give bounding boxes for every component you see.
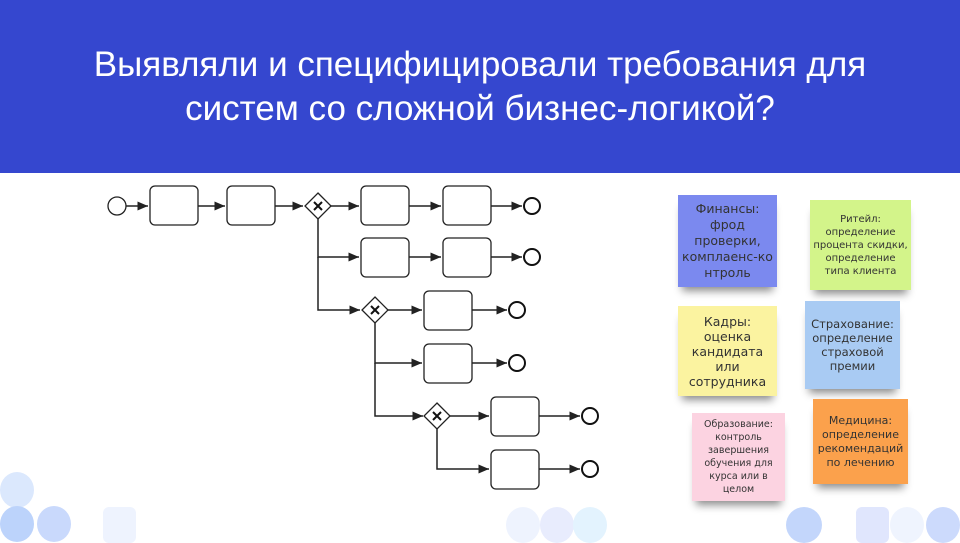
decorative-circle [540, 507, 574, 543]
end-event [508, 301, 526, 319]
task [226, 185, 276, 226]
decorative-circle [506, 507, 540, 543]
task [423, 343, 473, 384]
note-text: Медицина: определение рекомендаций по ле… [817, 413, 904, 469]
start-event [107, 196, 127, 216]
sticky-note-medicine: Медицина: определение рекомендаций по ле… [813, 399, 908, 484]
task [149, 185, 199, 226]
task [442, 237, 492, 278]
task [423, 290, 473, 331]
page-title: Выявляли и специфицировали требования дл… [93, 44, 867, 128]
task [442, 185, 492, 226]
header-banner: Выявляли и специфицировали требования дл… [0, 0, 960, 173]
decorative-circle [37, 506, 71, 542]
sticky-note-insurance: Страхование: определение страховой преми… [805, 301, 900, 389]
note-text: Кадры: оценка кандидата или сотрудника [688, 313, 767, 389]
decorative-circle [0, 506, 34, 542]
task [490, 396, 540, 437]
sticky-note-education: Образование: контроль завершения обучени… [692, 413, 785, 501]
decorative-circle [573, 507, 607, 543]
decorative-shape [856, 507, 889, 543]
note-text: Страхование: определение страховой преми… [811, 317, 894, 373]
sticky-note-retail: Ритейл: определение процента скидки, опр… [810, 200, 911, 290]
end-event [523, 197, 541, 215]
task [490, 449, 540, 490]
end-event [581, 407, 599, 425]
decorative-circle [0, 472, 34, 508]
end-event [508, 354, 526, 372]
bpmn-process-diagram [107, 185, 599, 490]
note-text: Ритейл: определение процента скидки, опр… [813, 213, 908, 277]
end-event [523, 248, 541, 266]
decorative-circle [926, 507, 960, 543]
task [360, 237, 410, 278]
note-text: Образование: контроль завершения обучени… [704, 419, 773, 495]
sticky-note-hr: Кадры: оценка кандидата или сотрудника [678, 306, 777, 396]
end-event [581, 460, 599, 478]
sticky-note-finance: Финансы: фрод проверки, комплаенс-ко нтр… [678, 195, 777, 287]
decorative-circle [890, 507, 924, 543]
task [360, 185, 410, 226]
decorative-shape [103, 507, 136, 543]
note-text: Финансы: фрод проверки, комплаенс-ко нтр… [682, 201, 773, 280]
decorative-circle [786, 507, 822, 543]
